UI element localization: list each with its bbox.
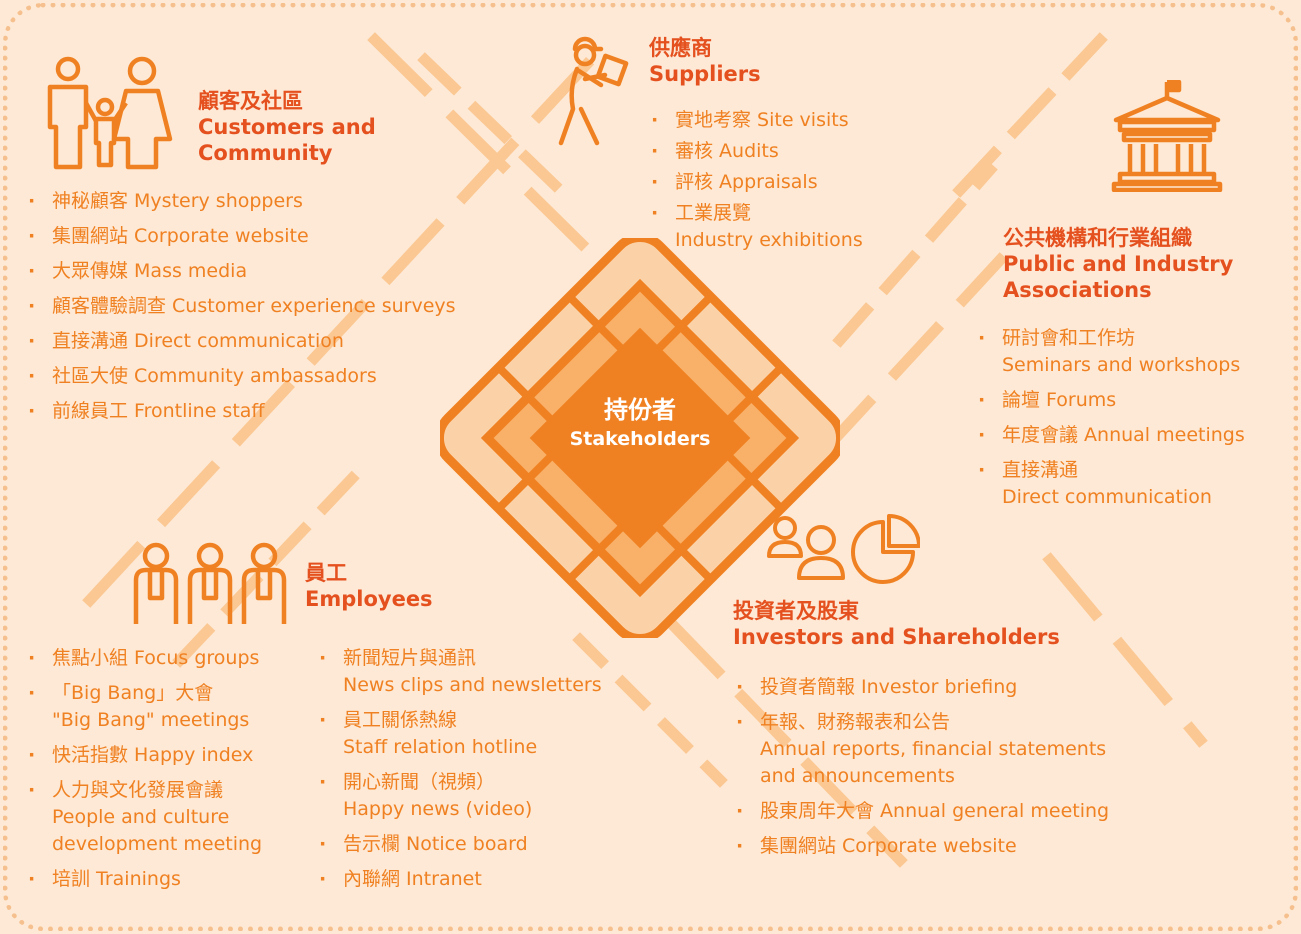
list-item-line: 直接溝通 bbox=[1002, 459, 1079, 481]
employees-channel-list-1: 焦點小組 Focus groups 「Big Bang」大會 "Big Bang… bbox=[26, 645, 316, 901]
list-item: 培訓 Trainings bbox=[26, 866, 316, 893]
list-item: 集團網站 Corporate website bbox=[734, 833, 1174, 860]
list-item: 員工關係熱線 Staff relation hotline bbox=[317, 707, 647, 761]
list-item: 神秘顧客 Mystery shoppers bbox=[26, 188, 526, 215]
list-item: 論壇 Forums bbox=[976, 387, 1286, 414]
list-item: 社區大使 Community ambassadors bbox=[26, 363, 526, 390]
list-item-line: Annual reports, financial statements bbox=[760, 738, 1107, 760]
list-item-line: 人力與文化發展會議 bbox=[52, 779, 224, 801]
customers-channel-list: 神秘顧客 Mystery shoppers 集團網站 Corporate web… bbox=[26, 188, 526, 433]
list-item: 集團網站 Corporate website bbox=[26, 223, 526, 250]
list-item: 直接溝通 Direct communication bbox=[976, 457, 1286, 511]
list-item-line: 工業展覽 bbox=[675, 202, 752, 224]
list-item: 審核 Audits bbox=[649, 138, 929, 165]
list-item-line: 年報、財務報表和公告 bbox=[760, 711, 951, 733]
list-item: 工業展覽 Industry exhibitions bbox=[649, 200, 929, 254]
list-item: 年報、財務報表和公告 Annual reports, financial sta… bbox=[734, 709, 1174, 790]
investors-pie-chart-icon bbox=[767, 514, 920, 584]
list-item: 前線員工 Frontline staff bbox=[26, 398, 526, 425]
list-item-line: People and culture bbox=[52, 806, 230, 828]
employees-title-zh: 員工 bbox=[305, 561, 347, 585]
suppliers-channel-list: 實地考察 Site visits 審核 Audits 評核 Appraisals… bbox=[649, 107, 929, 262]
list-item-line: 開心新聞（視頻） bbox=[343, 771, 496, 793]
public-channel-list: 研討會和工作坊 Seminars and workshops 論壇 Forums… bbox=[976, 325, 1286, 519]
list-item: 告示欄 Notice board bbox=[317, 831, 647, 858]
family-icon bbox=[47, 56, 173, 170]
list-item: 股東周年大會 Annual general meeting bbox=[734, 798, 1174, 825]
joined-hands-icon bbox=[440, 238, 840, 638]
list-item: 顧客體驗調查 Customer experience surveys bbox=[26, 293, 526, 320]
list-item-line: Seminars and workshops bbox=[1002, 354, 1241, 376]
delivery-person-icon bbox=[558, 36, 629, 146]
customers-title-zh: 顧客及社區 bbox=[198, 89, 303, 113]
group-customers: 顧客及社區 Customers and Community bbox=[198, 88, 376, 166]
list-item: 年度會議 Annual meetings bbox=[976, 422, 1286, 449]
list-item: 內聯網 Intranet bbox=[317, 866, 647, 893]
center-title-zh: 持份者 bbox=[604, 396, 676, 424]
suppliers-title-zh: 供應商 bbox=[649, 36, 712, 60]
list-item: 大眾傳媒 Mass media bbox=[26, 258, 526, 285]
list-item: 直接溝通 Direct communication bbox=[26, 328, 526, 355]
customers-title-en-1: Customers and bbox=[198, 115, 376, 139]
public-title-en-2: Associations bbox=[1003, 278, 1152, 302]
list-item: 開心新聞（視頻） Happy news (video) bbox=[317, 769, 647, 823]
list-item-line: Direct communication bbox=[1002, 486, 1212, 508]
list-item: 實地考察 Site visits bbox=[649, 107, 929, 134]
list-item-line: Staff relation hotline bbox=[343, 736, 538, 758]
list-item-line: development meeting bbox=[52, 833, 263, 855]
list-item: 研討會和工作坊 Seminars and workshops bbox=[976, 325, 1286, 379]
list-item-line: News clips and newsletters bbox=[343, 674, 602, 696]
center-title-en: Stakeholders bbox=[569, 428, 711, 450]
customers-title-en-2: Community bbox=[198, 141, 333, 165]
investors-title-en: Investors and Shareholders bbox=[733, 625, 1060, 649]
investors-title-zh: 投資者及股東 bbox=[733, 599, 859, 623]
list-item-line: and announcements bbox=[760, 765, 955, 787]
government-building-icon bbox=[1111, 80, 1223, 192]
list-item: 投資者簡報 Investor briefing bbox=[734, 674, 1174, 701]
list-item-line: Happy news (video) bbox=[343, 798, 533, 820]
list-item-line: "Big Bang" meetings bbox=[52, 709, 250, 731]
list-item: 新聞短片與通訊 News clips and newsletters bbox=[317, 645, 647, 699]
public-title-en-1: Public and Industry bbox=[1003, 252, 1234, 276]
suppliers-title-en: Suppliers bbox=[649, 62, 761, 86]
staff-group-icon bbox=[133, 542, 287, 624]
list-item-line: 員工關係熱線 bbox=[343, 709, 458, 731]
employees-title-en: Employees bbox=[305, 587, 433, 611]
group-employees: 員工 Employees bbox=[305, 560, 433, 612]
list-item-line: Industry exhibitions bbox=[675, 229, 863, 251]
list-item: 人力與文化發展會議 People and culture development… bbox=[26, 777, 316, 858]
group-public: 公共機構和行業組織 Public and Industry Associatio… bbox=[1003, 225, 1233, 303]
list-item: 「Big Bang」大會 "Big Bang" meetings bbox=[26, 680, 316, 734]
center-label: 持份者 Stakeholders bbox=[540, 395, 740, 453]
list-item-line: 新聞短片與通訊 bbox=[343, 647, 477, 669]
list-item-line: 研討會和工作坊 bbox=[1002, 327, 1136, 349]
list-item: 快活指數 Happy index bbox=[26, 742, 316, 769]
investors-channel-list: 投資者簡報 Investor briefing 年報、財務報表和公告 Annua… bbox=[734, 674, 1174, 868]
list-item: 焦點小組 Focus groups bbox=[26, 645, 316, 672]
group-investors: 投資者及股東 Investors and Shareholders bbox=[733, 598, 1060, 650]
list-item-line: 「Big Bang」大會 bbox=[52, 682, 214, 704]
group-suppliers: 供應商 Suppliers bbox=[649, 35, 761, 87]
public-title-zh: 公共機構和行業組織 bbox=[1003, 226, 1192, 250]
employees-channel-list-2: 新聞短片與通訊 News clips and newsletters 員工關係熱… bbox=[317, 645, 647, 901]
list-item: 評核 Appraisals bbox=[649, 169, 929, 196]
dotted-border-frame bbox=[3, 3, 1298, 931]
